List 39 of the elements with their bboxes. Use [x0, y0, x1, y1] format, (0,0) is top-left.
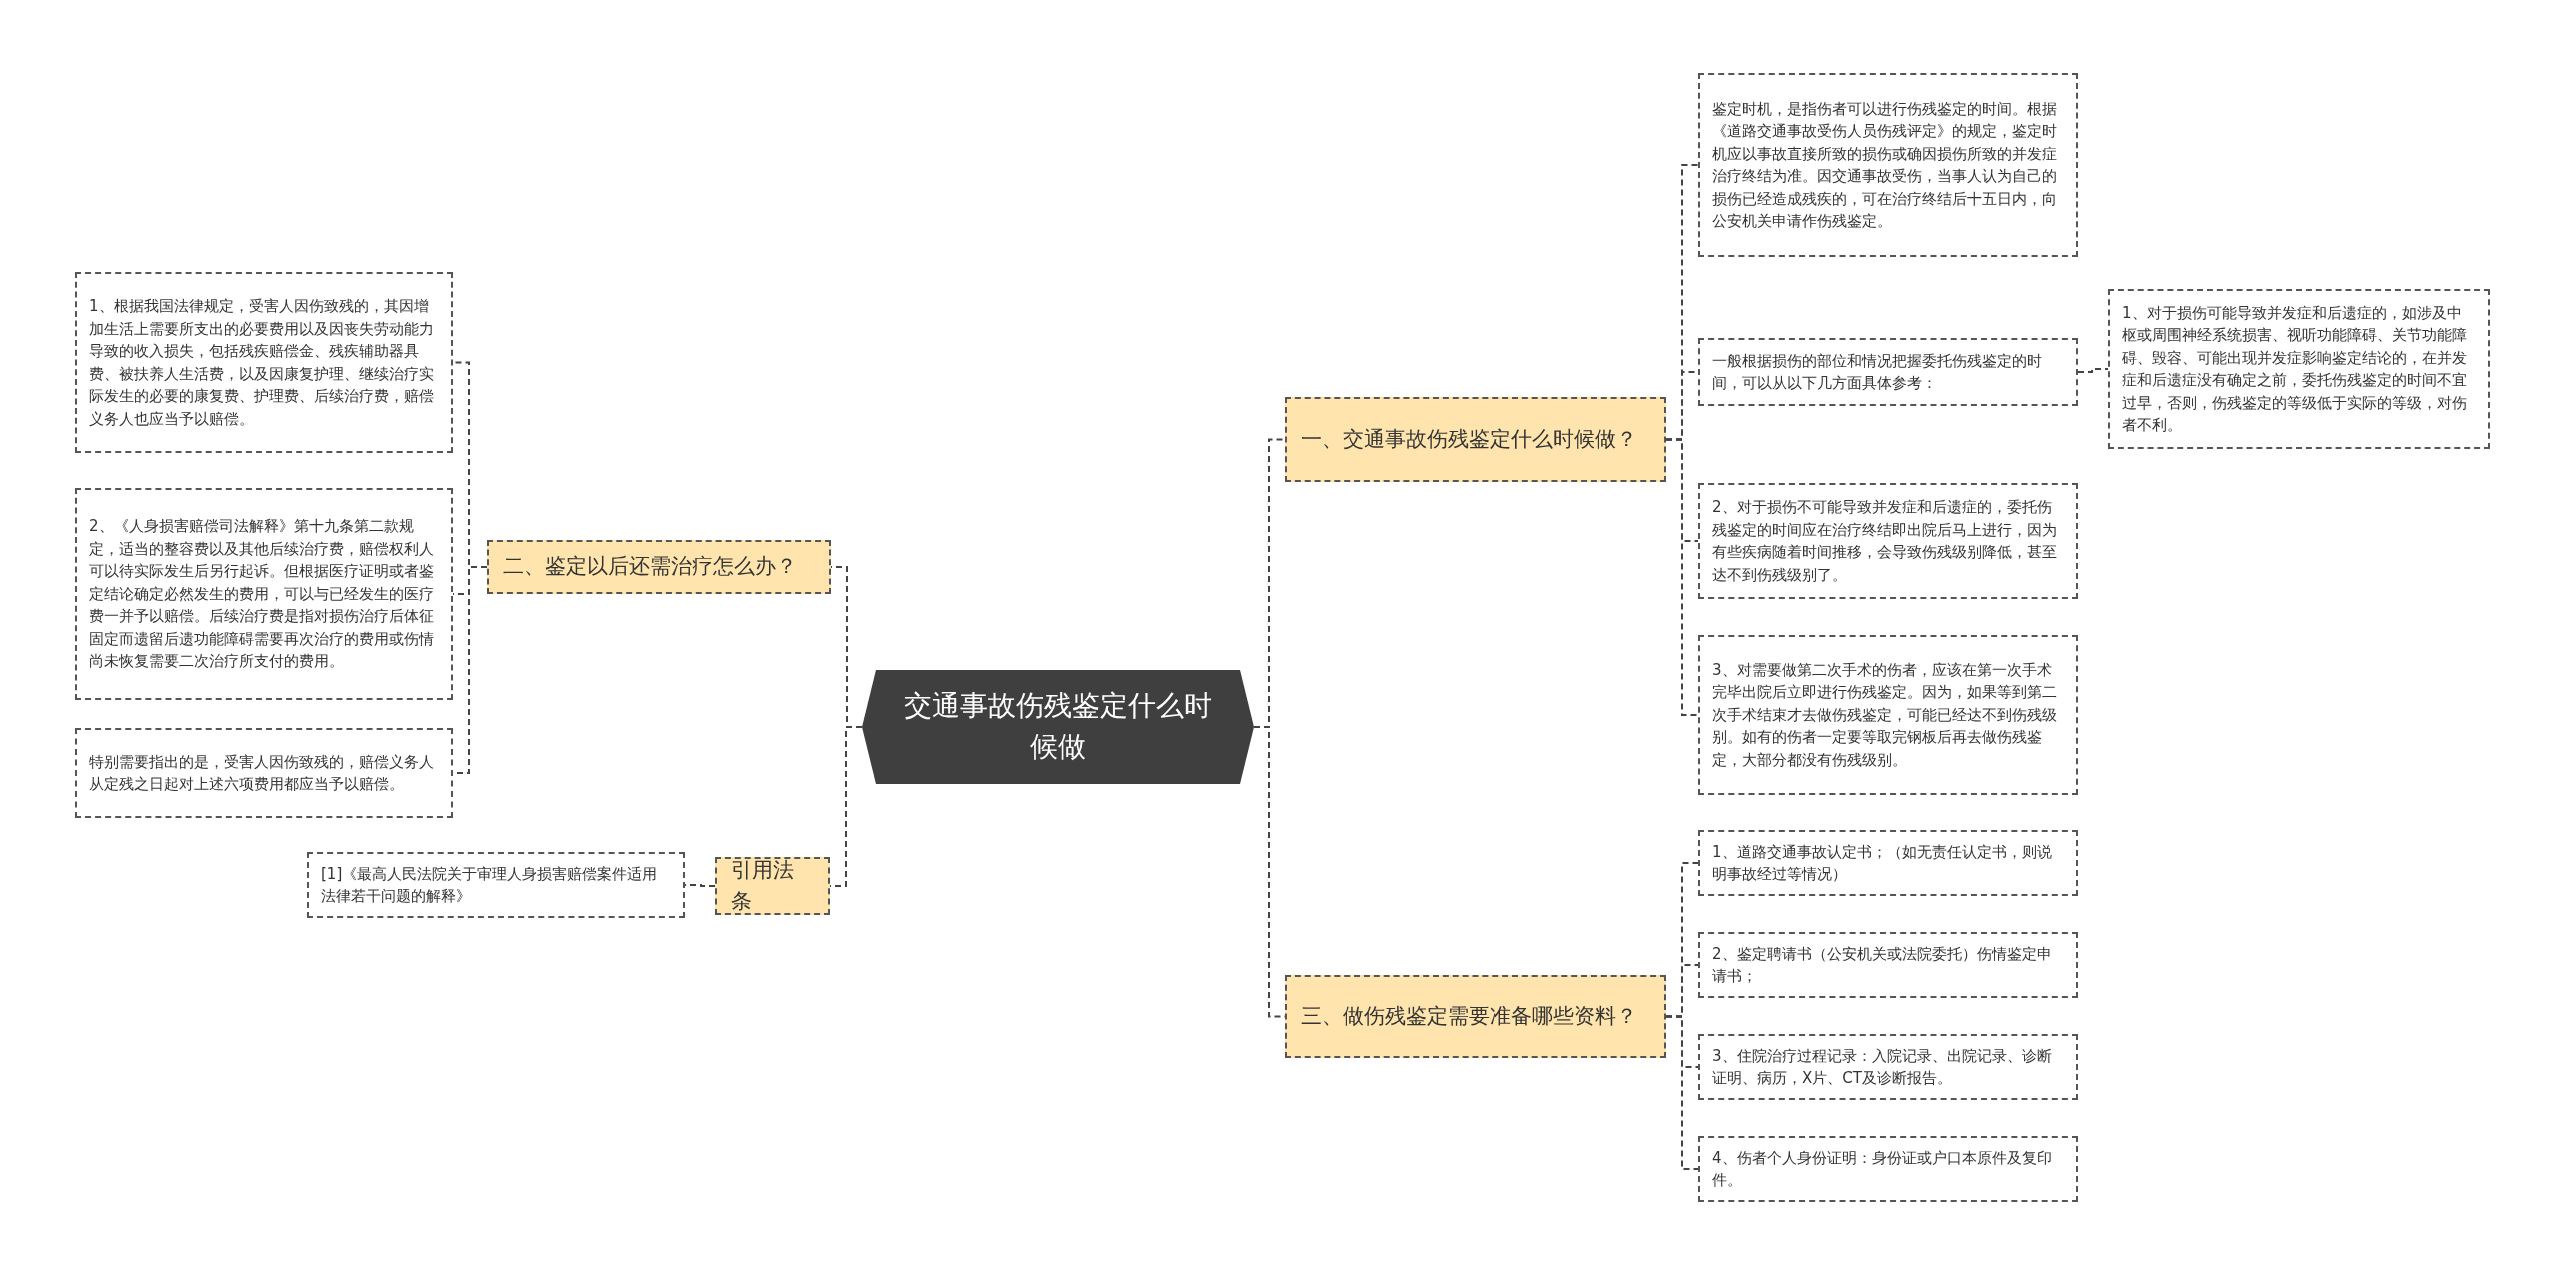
node-text: 一、交通事故伤残鉴定什么时候做？: [1301, 425, 1637, 453]
note-box: [2108, 289, 2490, 449]
node-text: 鉴定时机，是指伤者可以进行伤残鉴定的时间。根据《道路交通事故受伤人员伤残评定》的规定，鉴定时机应以事故直接所致的损伤或确因损伤所致的并发症治疗终结为准。因交通事故受伤，当事人认为自己的损伤已经造成残疾的，可在治疗终结后十五日内，向公安机关申请作伤残鉴定。: [1712, 98, 2058, 232]
note-box: [1698, 338, 2078, 406]
topic-box: [1285, 975, 1666, 1058]
node-text: 2、《人身损害赔偿司法解释》第十九条第二款规定，适当的整容费以及其他后续治疗费，赔偿权利人可以待实际发生后另行起诉。但根据医疗证明或者鉴定结论确定必然发生的费用，可以与已经发生的医疗费一并予以赔偿。后续治疗费是指对损伤治疗后体征固定而遗留后遗功能障碍需要再次治疗的费用或伤情尚未恢复需要二次治疗所支付的费用。: [89, 516, 435, 673]
note-box: [75, 272, 453, 453]
node-text: 一般根据损伤的部位和情况把握委托伤残鉴定的时间，可以从以下几方面具体参考：: [1712, 350, 2043, 394]
node-text: 特别需要指出的是，受害人因伤致残的，赔偿义务人从定残之日起对上述六项费用都应当予以赔偿。: [89, 751, 435, 795]
node-text: 2、鉴定聘请书（公安机关或法院委托）伤情鉴定申请书；: [1712, 943, 2053, 987]
node-text: 引用法条: [731, 856, 795, 915]
note-box: [307, 852, 685, 918]
note-box: [1698, 73, 2078, 257]
node-text: 1、对于损伤可能导致并发症和后遗症的，如涉及中枢或周围神经系统损害、视听功能障碍、关节功能障碍、毁容、可能出现并发症影响鉴定结论的，在并发症和后遗症没有确定之前，委托伤残鉴定的时间不宜过早，否则，伤残鉴定的等级低于实际的等级，对伤者不利。: [2122, 302, 2468, 436]
topic-box: [715, 857, 830, 915]
node-text: 三、做伤残鉴定需要准备哪些资料？: [1301, 1002, 1637, 1030]
node-text: 1、道路交通事故认定书；（如无责任认定书，则说明事故经过等情况）: [1712, 841, 2053, 885]
node-text: 2、对于损伤不可能导致并发症和后遗症的，委托伤残鉴定的时间应在治疗终结即出院后马上进行，因为有些疾病随着时间推移，会导致伤残级别降低，甚至达不到伤残级别了。: [1712, 497, 2058, 586]
connector-line: [1665, 1015, 1699, 1170]
node-text: 1、根据我国法律规定，受害人因伤致残的，其因增加生活上需要所支出的必要费用以及因丧失劳动能力导致的收入损失，包括残疾赔偿金、残疾辅助器具费、被扶养人生活费，以及因康复护理、继续治疗实际发生的必要的康复费、护理费、后续治疗费，赔偿义务人也应当予以赔偿。: [89, 296, 435, 430]
central-topic: [862, 670, 1254, 784]
note-box: [1698, 1034, 2078, 1100]
connector-line: [2077, 368, 2109, 373]
note-box: [1698, 1136, 2078, 1202]
note-box: [1698, 830, 2078, 896]
node-text: 交通事故伤残鉴定什么时候做: [903, 688, 1213, 765]
topic-box: [1285, 397, 1666, 482]
note-box: [75, 728, 453, 818]
topic-box: [487, 540, 831, 594]
node-text: 3、对需要做第二次手术的伤者，应该在第一次手术完毕出院后立即进行伤残鉴定。因为，如果等到第二次手术结束才去做伤残鉴定，可能已经达不到伤残级别。如有的伤者一定要等取完钢板后再去做伤残鉴定，大部分都没有伤残级别。: [1712, 659, 2058, 771]
connector-line: [1665, 438, 1699, 716]
note-box: [75, 488, 453, 700]
node-text: [1]《最高人民法院关于审理人身损害赔偿案件适用法律若干问题的解释》: [321, 863, 659, 907]
note-box: [1698, 932, 2078, 998]
note-box: [1698, 483, 2078, 599]
node-text: 二、鉴定以后还需治疗怎么办？: [503, 553, 797, 581]
node-text: 4、伤者个人身份证明：身份证或户口本原件及复印件。: [1712, 1147, 2053, 1191]
node-text: 3、住院治疗过程记录：入院记录、出院记录、诊断证明、病历，X片、CT及诊断报告。: [1712, 1045, 2053, 1089]
note-box: [1698, 635, 2078, 795]
